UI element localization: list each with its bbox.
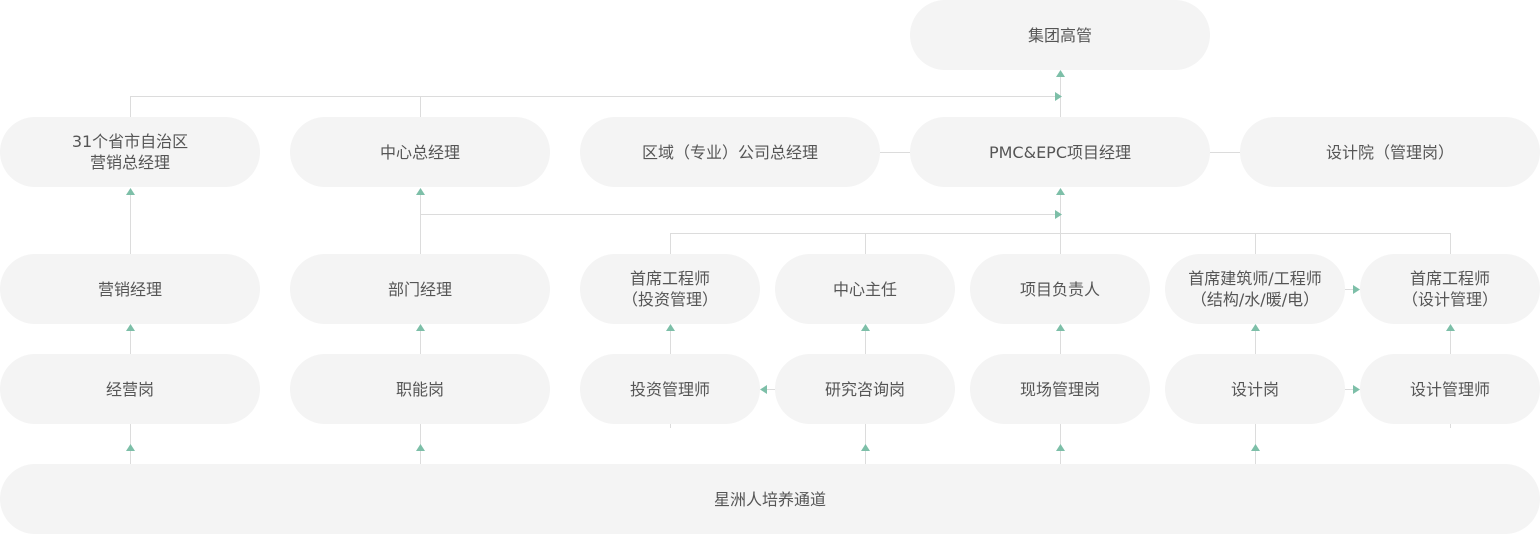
connector-lines bbox=[130, 74, 1451, 464]
node-label: 职能岗 bbox=[395, 379, 444, 399]
arrow-up-icon bbox=[416, 444, 425, 451]
node-provincial-marketing-gm: 31个省市自治区 营销总经理 bbox=[0, 117, 260, 187]
node-chief-engineer-design: 首席工程师 （设计管理） bbox=[1360, 254, 1540, 324]
node-design-post: 设计岗 bbox=[1165, 354, 1345, 424]
node-functional-post: 职能岗 bbox=[290, 354, 550, 424]
node-investment-manager: 投资管理师 bbox=[580, 354, 760, 424]
arrow-up-icon bbox=[126, 324, 135, 331]
arrow-up-icon bbox=[1251, 444, 1260, 451]
arrow-up-icon bbox=[1446, 324, 1455, 331]
node-project-lead: 项目负责人 bbox=[970, 254, 1150, 324]
node-label: 集团高管 bbox=[1027, 25, 1092, 45]
node-label: 投资管理师 bbox=[629, 379, 710, 399]
node-center-gm: 中心总经理 bbox=[290, 117, 550, 187]
node-department-manager: 部门经理 bbox=[290, 254, 550, 324]
node-label: 设计院（管理岗） bbox=[1325, 142, 1454, 162]
node-label: 设计管理师 bbox=[1409, 379, 1490, 399]
node-regional-company-gm: 区域（专业）公司总经理 bbox=[580, 117, 880, 187]
node-label: PMC&EPC项目经理 bbox=[988, 142, 1132, 162]
node-label: 首席建筑师/工程师 （结构/水/暖/电） bbox=[1188, 269, 1322, 309]
node-label: 区域（专业）公司总经理 bbox=[641, 142, 818, 162]
arrow-up-icon bbox=[1251, 324, 1260, 331]
arrow-right-icon bbox=[1353, 285, 1360, 294]
node-label: 部门经理 bbox=[387, 279, 452, 299]
arrowheads bbox=[126, 70, 1455, 451]
node-talent-channel: 星洲人培养通道 bbox=[0, 464, 1540, 534]
node-research-consulting-post: 研究咨询岗 bbox=[775, 354, 955, 424]
connector-lower-bus bbox=[670, 233, 1451, 254]
node-label: 现场管理岗 bbox=[1019, 379, 1100, 399]
arrow-right-icon bbox=[1055, 92, 1062, 101]
arrow-up-icon bbox=[416, 324, 425, 331]
node-chief-architect-engineer: 首席建筑师/工程师 （结构/水/暖/电） bbox=[1165, 254, 1345, 324]
node-center-director: 中心主任 bbox=[775, 254, 955, 324]
arrow-up-icon bbox=[861, 324, 870, 331]
node-label: 经营岗 bbox=[105, 379, 154, 399]
node-label: 星洲人培养通道 bbox=[713, 489, 826, 509]
node-label: 首席工程师 （设计管理） bbox=[1401, 269, 1498, 309]
arrow-up-icon bbox=[1056, 444, 1065, 451]
node-label: 首席工程师 （投资管理） bbox=[621, 269, 718, 309]
node-label: 设计岗 bbox=[1230, 379, 1279, 399]
node-marketing-manager: 营销经理 bbox=[0, 254, 260, 324]
arrow-right-icon bbox=[1055, 210, 1062, 219]
arrow-left-icon bbox=[760, 385, 767, 394]
node-design-manager: 设计管理师 bbox=[1360, 354, 1540, 424]
arrow-up-icon bbox=[126, 188, 135, 195]
node-label: 中心总经理 bbox=[379, 142, 460, 162]
connector-top-bus bbox=[130, 96, 1061, 117]
node-label: 中心主任 bbox=[832, 279, 897, 299]
arrow-up-icon bbox=[1056, 324, 1065, 331]
arrow-up-icon bbox=[666, 324, 675, 331]
node-label: 项目负责人 bbox=[1019, 279, 1100, 299]
node-group-exec: 集团高管 bbox=[910, 0, 1210, 70]
node-design-institute-mgmt: 设计院（管理岗） bbox=[1240, 117, 1540, 187]
node-label: 31个省市自治区 营销总经理 bbox=[71, 132, 189, 172]
node-chief-engineer-investment: 首席工程师 （投资管理） bbox=[580, 254, 760, 324]
node-business-post: 经营岗 bbox=[0, 354, 260, 424]
arrow-up-icon bbox=[416, 188, 425, 195]
node-pmc-epc-pm: PMC&EPC项目经理 bbox=[910, 117, 1210, 187]
arrow-up-icon bbox=[1056, 188, 1065, 195]
arrow-up-icon bbox=[861, 444, 870, 451]
node-label: 研究咨询岗 bbox=[824, 379, 905, 399]
node-site-management-post: 现场管理岗 bbox=[970, 354, 1150, 424]
arrow-right-icon bbox=[1353, 385, 1360, 394]
arrow-up-icon bbox=[1056, 70, 1065, 77]
arrow-up-icon bbox=[126, 444, 135, 451]
node-label: 营销经理 bbox=[97, 279, 162, 299]
